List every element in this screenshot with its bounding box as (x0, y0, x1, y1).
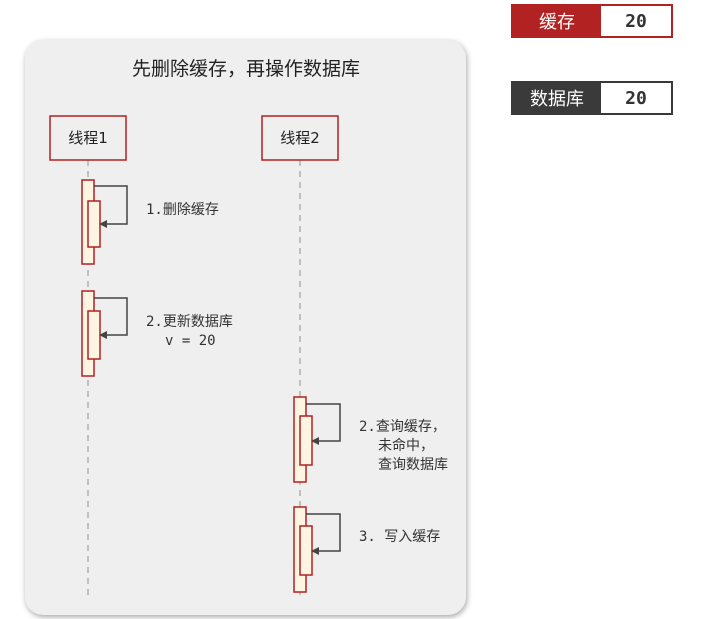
activation-inner (87, 310, 101, 360)
activation-inner (299, 525, 313, 576)
thread-1-label: 线程1 (68, 129, 108, 147)
step-1-line: 1.删除缓存 (146, 202, 219, 218)
step-2-line: 2.更新数据库 (146, 314, 233, 330)
activation-inner (87, 200, 101, 248)
thread-2-box (261, 115, 339, 161)
thread-2-label: 线程2 (280, 129, 320, 147)
database-status-box: 数据库 20 (511, 81, 673, 115)
self-call-arrow (94, 297, 128, 339)
activation-inner (299, 415, 313, 466)
cache-status-label: 缓存 (513, 6, 601, 36)
step-2-label: 2.更新数据库 v = 20 (146, 314, 241, 349)
step-4-label: 3. 写入缓存 (359, 529, 440, 545)
database-status-label: 数据库 (513, 83, 601, 113)
database-status-value: 20 (601, 83, 671, 113)
cache-status-value: 20 (601, 6, 671, 36)
self-call-arrow (306, 403, 341, 445)
thread-1-box (49, 115, 127, 161)
step-3-line: 2.查询缓存， (359, 419, 446, 435)
self-call-arrow (94, 185, 128, 228)
diagram-title: 先删除缓存，再操作数据库 (132, 58, 360, 80)
step-2-line: v = 20 (165, 333, 216, 349)
step-3-line: 查询数据库 (378, 457, 448, 473)
self-call-arrow (306, 513, 341, 555)
step-3-label: 2.查询缓存， 未命中， 查询数据库 (359, 419, 454, 473)
step-3-line: 未命中， (378, 437, 434, 454)
step-4-line: 3. 写入缓存 (359, 529, 440, 545)
cache-status-box: 缓存 20 (511, 4, 673, 38)
step-1-label: 1.删除缓存 (146, 202, 219, 218)
